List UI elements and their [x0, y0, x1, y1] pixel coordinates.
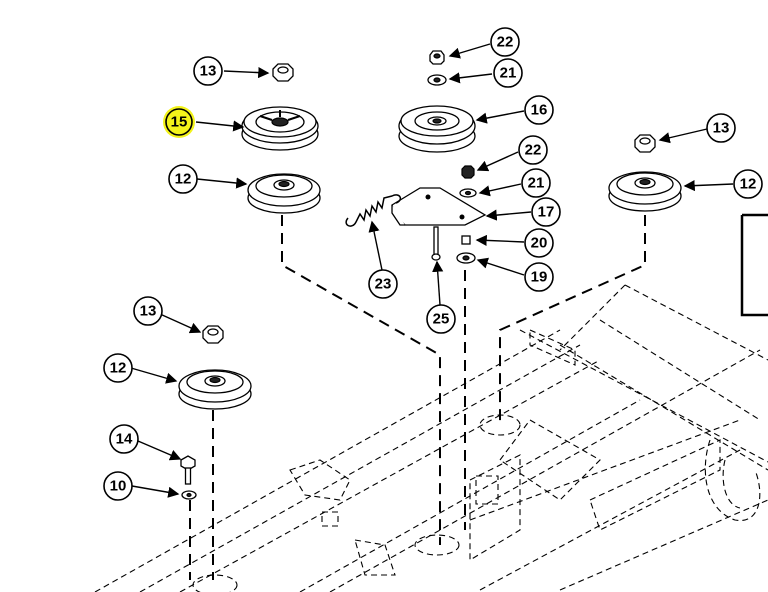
svg-text:12: 12 — [110, 360, 127, 377]
callout-13: 13 — [133, 296, 163, 326]
pulley-icon — [398, 105, 476, 153]
assembly-paths — [189, 215, 646, 580]
callout-21: 21 — [493, 58, 523, 88]
svg-text:22: 22 — [497, 34, 514, 51]
washer-icon — [456, 252, 476, 264]
spacer-icon — [461, 235, 471, 245]
callout-20: 20 — [524, 228, 554, 258]
idler-pulley-icon — [178, 369, 252, 410]
callout-12: 12 — [103, 353, 133, 383]
callout-21: 21 — [521, 168, 551, 198]
callout-23: 23 — [368, 269, 398, 299]
washer-icon — [181, 490, 197, 500]
callout-17: 17 — [531, 197, 561, 227]
svg-text:21: 21 — [500, 65, 517, 82]
washer-icon — [427, 74, 447, 86]
svg-text:12: 12 — [175, 171, 192, 188]
svg-text:17: 17 — [538, 204, 555, 221]
nut-icon — [634, 134, 656, 153]
callout-13: 13 — [193, 56, 223, 86]
nut-icon — [429, 50, 445, 65]
callout-22: 22 — [518, 135, 548, 165]
svg-text:22: 22 — [525, 142, 542, 159]
callouts: 13 15 12 22 21 16 22 21 17 20 19 23 25 1… — [103, 27, 763, 501]
callout-13: 13 — [706, 113, 736, 143]
callout-12: 12 — [168, 164, 198, 194]
leader-lines — [130, 43, 734, 498]
spring-icon — [345, 194, 402, 227]
svg-text:15: 15 — [171, 114, 188, 131]
bracket-icon — [391, 187, 487, 226]
svg-text:23: 23 — [375, 276, 392, 293]
svg-text:13: 13 — [200, 63, 217, 80]
svg-text:10: 10 — [110, 478, 127, 495]
svg-text:21: 21 — [528, 175, 545, 192]
highlight-marker — [163, 106, 195, 138]
callout-22: 22 — [490, 27, 520, 57]
pulley-icon — [241, 106, 319, 151]
svg-text:14: 14 — [116, 431, 133, 448]
nut-icon — [461, 165, 475, 179]
mower-deck-frame — [94, 213, 768, 592]
callout-19: 19 — [524, 262, 554, 292]
callout-10: 10 — [103, 471, 133, 501]
svg-text:12: 12 — [740, 176, 757, 193]
callout-25: 25 — [426, 304, 456, 334]
idler-pulley-icon — [608, 171, 682, 212]
bolt-icon — [431, 226, 441, 261]
callout-14: 14 — [109, 424, 139, 454]
washer-icon — [459, 188, 477, 198]
callout-16: 16 — [524, 95, 554, 125]
svg-text:19: 19 — [531, 269, 548, 286]
callout-15: 15 — [165, 108, 193, 136]
svg-text:13: 13 — [140, 303, 157, 320]
nut-icon — [272, 63, 294, 82]
svg-text:16: 16 — [531, 102, 548, 119]
svg-text:13: 13 — [713, 120, 730, 137]
callout-12: 12 — [733, 169, 763, 199]
svg-text:25: 25 — [433, 311, 450, 328]
idler-pulley-icon — [247, 173, 321, 214]
svg-text:20: 20 — [531, 235, 548, 252]
nut-icon — [202, 325, 224, 344]
bolt-icon — [180, 455, 196, 485]
